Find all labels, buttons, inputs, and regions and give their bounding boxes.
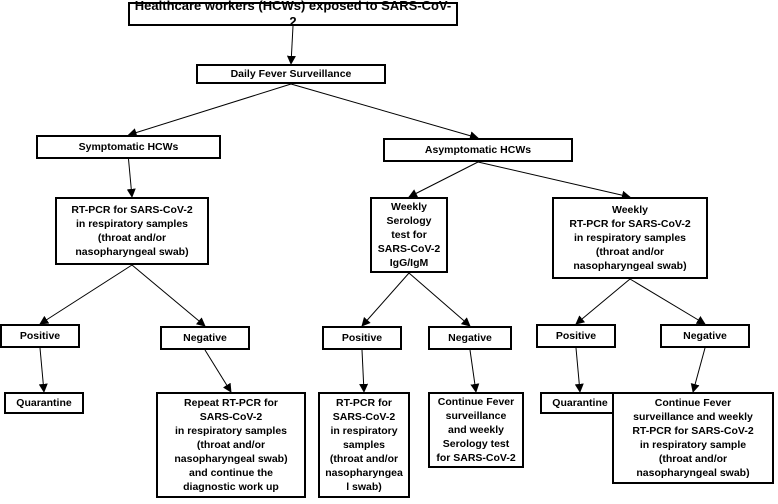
negative-box-weekly-rtpcr: Negative — [660, 324, 750, 348]
negative-label-serology: Negative — [448, 332, 492, 344]
arrow-rtpcr_weekly-to-pos3 — [575, 278, 631, 325]
continue-weekly-rtpcr-box: Continue Fever surveillance and weekly R… — [612, 392, 774, 484]
repeat-rtpcr-label: Repeat RT-PCR for SARS-CoV-2 in respirat… — [174, 397, 288, 493]
negative-box-serology: Negative — [428, 326, 512, 350]
positive-label-symptomatic: Positive — [19, 330, 61, 342]
arrow-neg2-to-continue2 — [469, 349, 480, 393]
positive-box-symptomatic: Positive — [0, 324, 80, 348]
negative-box-symptomatic: Negative — [160, 326, 250, 350]
arrow-rtpcr_sym-to-pos1 — [39, 264, 133, 325]
arrow-rtpcr_weekly-to-neg3 — [629, 278, 706, 325]
daily-fever-surveillance-label: Daily Fever Surveillance — [230, 68, 352, 80]
weekly-serology-label: Weekly Serology test for SARS-CoV-2 IgG/… — [377, 201, 441, 269]
rtpcr-serology-positive-box: RT-PCR for SARS-CoV-2 in respiratory sam… — [318, 392, 410, 498]
arrow-pos2-to-rtpcr_pos2 — [359, 349, 369, 393]
root-node-box: Healthcare workers (HCWs) exposed to SAR… — [128, 0, 458, 29]
weekly-rtpcr-label: Weekly RT-PCR for SARS-CoV-2 in respirat… — [569, 204, 691, 272]
arrow-neg1-to-repeat — [204, 349, 232, 393]
arrow-rtpcr_sym-to-neg1 — [131, 264, 206, 327]
repeat-rtpcr-box: Repeat RT-PCR for SARS-CoV-2 in respirat… — [156, 392, 306, 498]
positive-label-serology: Positive — [341, 332, 383, 344]
daily-fever-surveillance-box: Daily Fever Surveillance — [196, 64, 386, 84]
rtpcr-symptomatic-box: RT-PCR for SARS-CoV-2 in respiratory sam… — [55, 197, 209, 265]
arrow-asymptomatic-to-rtpcr_weekly — [477, 161, 631, 200]
arrow-fever-to-symptomatic — [127, 83, 292, 137]
arrow-pos3-to-quarantine3 — [574, 347, 584, 393]
continue-serology-box: Continue Fever surveillance and weekly S… — [428, 392, 524, 468]
continue-weekly-rtpcr-label: Continue Fever surveillance and weekly R… — [632, 397, 754, 479]
arrow-root-to-fever — [286, 25, 296, 65]
negative-label-symptomatic: Negative — [183, 332, 227, 344]
arrow-symptomatic-to-rtpcr_sym — [126, 158, 136, 198]
arrow-pos1-to-quarantine1 — [38, 347, 48, 393]
arrow-serology-to-neg2 — [408, 272, 471, 327]
weekly-rtpcr-box: Weekly RT-PCR for SARS-CoV-2 in respirat… — [552, 197, 708, 279]
quarantine-box-symptomatic: Quarantine — [4, 392, 84, 414]
quarantine-box-weekly-rtpcr: Quarantine — [540, 392, 620, 414]
asymptomatic-hcws-label: Asymptomatic HCWs — [424, 144, 532, 156]
rtpcr-symptomatic-label: RT-PCR for SARS-CoV-2 in respiratory sam… — [71, 204, 193, 258]
symptomatic-hcws-label: Symptomatic HCWs — [78, 141, 179, 153]
symptomatic-hcws-box: Symptomatic HCWs — [36, 135, 221, 159]
arrow-fever-to-asymptomatic — [290, 83, 479, 141]
arrow-serology-to-pos2 — [361, 272, 410, 327]
root-node-label: Healthcare workers (HCWs) exposed to SAR… — [134, 0, 452, 29]
negative-label-weekly-rtpcr: Negative — [683, 330, 727, 342]
positive-box-serology: Positive — [322, 326, 402, 350]
quarantine-label-weekly-rtpcr: Quarantine — [552, 397, 608, 409]
arrow-asymptomatic-to-serology — [408, 161, 479, 198]
weekly-serology-box: Weekly Serology test for SARS-CoV-2 IgG/… — [370, 197, 448, 273]
positive-label-weekly-rtpcr: Positive — [555, 330, 597, 342]
quarantine-label-symptomatic: Quarantine — [16, 397, 72, 409]
arrow-neg3-to-continue3 — [690, 347, 706, 393]
asymptomatic-hcws-box: Asymptomatic HCWs — [383, 138, 573, 162]
continue-serology-label: Continue Fever surveillance and weekly S… — [436, 396, 516, 464]
rtpcr-serology-positive-label: RT-PCR for SARS-CoV-2 in respiratory sam… — [325, 397, 403, 493]
positive-box-weekly-rtpcr: Positive — [536, 324, 616, 348]
